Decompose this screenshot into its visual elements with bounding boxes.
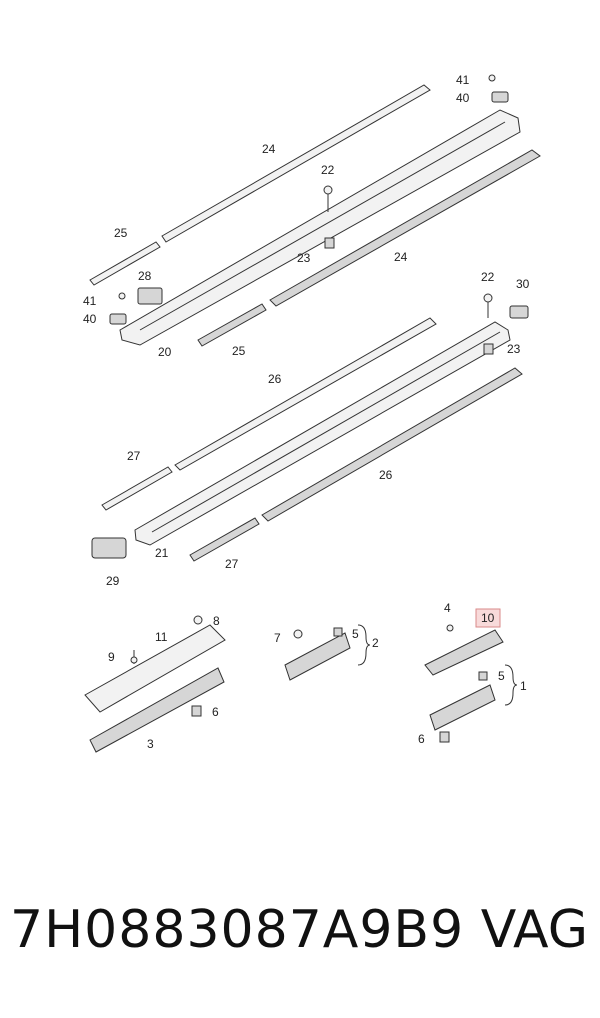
callout-27-upper: 27 (127, 449, 141, 463)
callout-40-left: 40 (83, 312, 97, 326)
part-9-screw (130, 656, 138, 664)
callout-8: 8 (213, 614, 220, 628)
callout-24-upper: 24 (262, 142, 276, 156)
part-23-nut-upper (324, 237, 335, 249)
part-27-small-strip-upper (101, 466, 173, 511)
bracket-brace-1 (504, 664, 518, 706)
callout-4: 4 (444, 601, 451, 615)
part-29-end-cap (91, 537, 127, 559)
part-22-screw-middle (483, 293, 493, 303)
part-40-clip-top (491, 91, 509, 103)
callout-5-right: 5 (498, 669, 505, 683)
callout-6-right: 6 (418, 732, 425, 746)
part-5-clip-middle (333, 627, 343, 637)
callout-27-lower: 27 (225, 557, 239, 571)
part-10-cover (424, 629, 504, 676)
callout-6-left: 6 (212, 705, 219, 719)
part-26-upper-strip (174, 317, 437, 471)
part-11-trim-panel (84, 624, 226, 713)
part-27-small-strip-lower (189, 517, 260, 562)
callout-23-upper: 23 (297, 251, 311, 265)
part-25-small-strip-upper (89, 241, 161, 286)
part-24-lower-strip (269, 149, 541, 307)
callout-26-upper: 26 (268, 372, 282, 386)
part-25-small-strip-lower (197, 303, 267, 347)
part-1-bracket-assembly (429, 684, 496, 731)
callout-30: 30 (516, 277, 530, 291)
callout-1: 1 (520, 679, 527, 693)
part-number: 7H0883087A9B9 (10, 900, 465, 960)
part-6-nut-left (191, 705, 202, 717)
part-4-screw (446, 624, 454, 632)
callout-25-lower: 25 (232, 344, 246, 358)
exploded-parts-diagram: 41 40 24 22 25 23 24 28 41 40 20 25 22 3… (83, 73, 541, 753)
callout-20: 20 (158, 345, 172, 359)
callout-28: 28 (138, 269, 152, 283)
part-2-bracket-assembly (284, 632, 351, 681)
callout-10: 10 (481, 611, 495, 625)
callout-25-upper: 25 (114, 226, 128, 240)
part-6-nut-right (439, 731, 450, 743)
part-3-rail (89, 667, 225, 753)
callout-41-left: 41 (83, 294, 97, 308)
callout-22-middle: 22 (481, 270, 495, 284)
callout-2: 2 (372, 636, 379, 650)
callout-7: 7 (274, 631, 281, 645)
part-28-end-clip (137, 287, 163, 305)
callout-10-highlight (475, 608, 501, 628)
part-41-screw-top (488, 74, 496, 82)
callout-23-middle: 23 (507, 342, 521, 356)
callout-11: 11 (155, 630, 168, 644)
part-7-screw (293, 629, 303, 639)
part-30-clip (509, 305, 529, 319)
part-24-upper-strip (161, 84, 431, 243)
part-23-nut-middle (483, 343, 494, 355)
callout-3: 3 (147, 737, 154, 751)
callout-24-lower: 24 (394, 250, 408, 264)
part-22-screw-upper (323, 185, 333, 195)
callout-29: 29 (106, 574, 120, 588)
callout-5-middle: 5 (352, 627, 359, 641)
callout-22-upper: 22 (321, 163, 335, 177)
bracket-brace-2 (357, 624, 371, 666)
footer: 7H0883087A9B9 VAG (0, 900, 600, 980)
part-41-screw-left (118, 292, 126, 300)
callout-21: 21 (155, 546, 169, 560)
part-26-lower-strip (261, 367, 523, 522)
callout-40-top: 40 (456, 91, 470, 105)
part-5-clip-right (478, 671, 488, 681)
callout-9: 9 (108, 650, 115, 664)
brand-label: VAG (480, 900, 588, 960)
callout-41-top: 41 (456, 73, 470, 87)
part-8-screw (193, 615, 203, 625)
callout-26-lower: 26 (379, 468, 393, 482)
part-40-clip-left (109, 313, 127, 325)
